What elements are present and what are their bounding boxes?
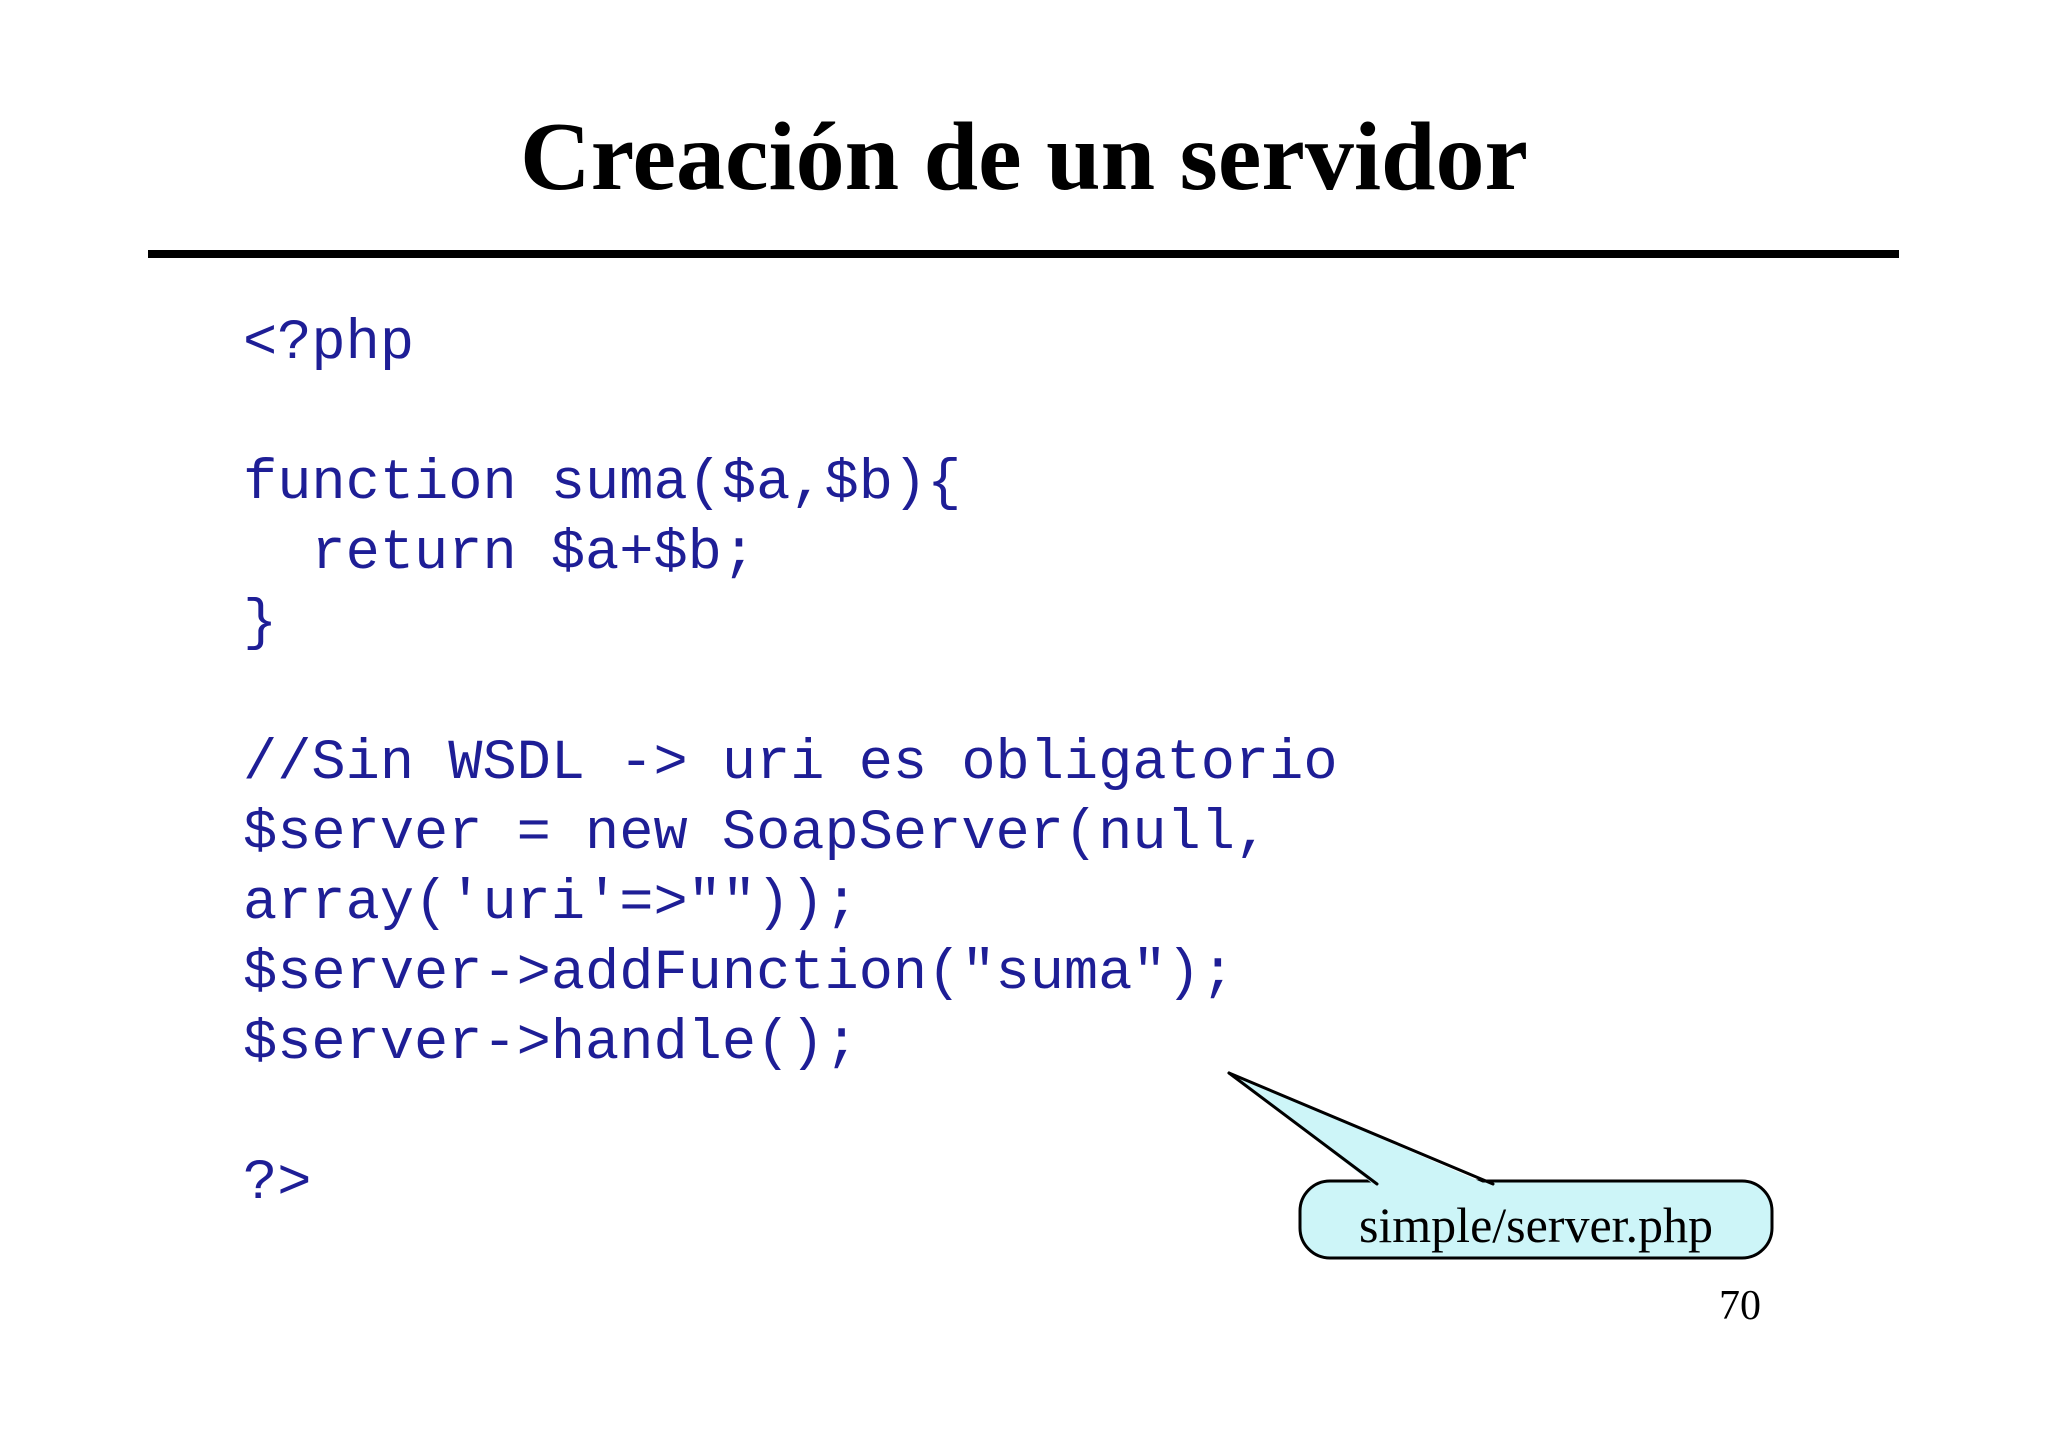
callout-tail-right-edge bbox=[1227, 1071, 1495, 1186]
callout-speech-bubble bbox=[1227, 1071, 1774, 1260]
page-number: 70 bbox=[1719, 1283, 1761, 1329]
callout-tail-left-edge bbox=[1227, 1071, 1379, 1186]
title-underline bbox=[148, 250, 1899, 258]
callout-bubble-shape bbox=[1298, 1179, 1774, 1260]
slide-title: Creación de un servidor bbox=[519, 103, 1529, 211]
php-code-block: <?php function suma($a,$b){ return $a+$b… bbox=[243, 312, 1338, 1216]
callout-label: simple/server.php bbox=[1358, 1197, 1714, 1253]
